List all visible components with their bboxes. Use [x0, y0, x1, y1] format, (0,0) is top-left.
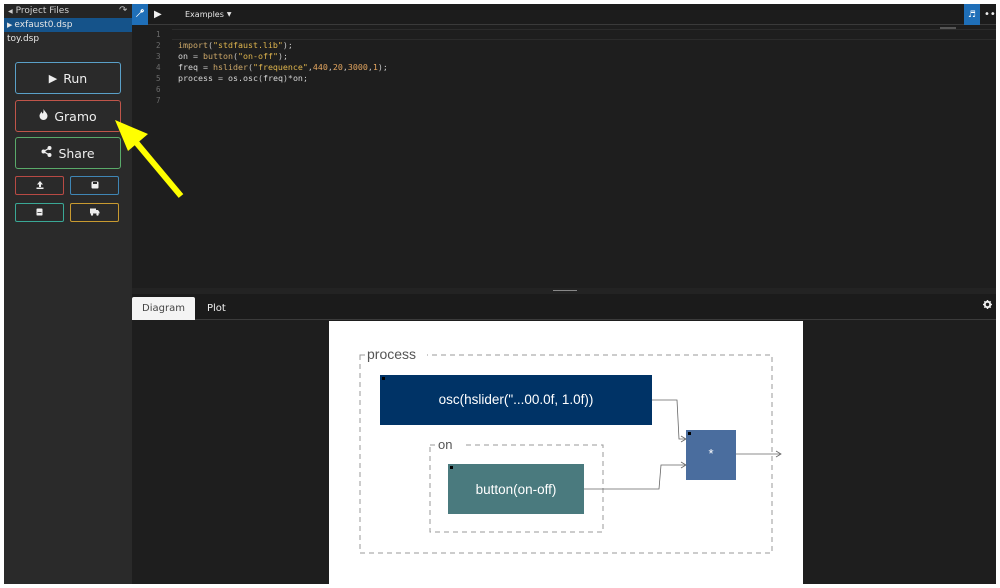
share-button[interactable]: Share	[15, 137, 121, 169]
line-number: 3	[156, 52, 161, 61]
button-block[interactable]	[448, 464, 584, 514]
arrow-osc-to-mult	[680, 435, 687, 443]
line-number: 6	[156, 85, 161, 94]
file-item-exfaust0[interactable]: ▶ exfaust0.dsp	[4, 18, 132, 32]
project-files-header[interactable]: ◀ Project Files ↷	[4, 4, 132, 18]
more-button[interactable]: •••	[984, 4, 996, 25]
minimap[interactable]	[940, 27, 956, 29]
upload-icon	[36, 180, 44, 191]
collapse-caret-icon[interactable]: ◀	[8, 7, 13, 15]
block-diagram[interactable]: process on osc(hslider("...00.0f, 1.0f))…	[329, 321, 803, 584]
settings-button[interactable]	[983, 300, 992, 312]
wrench-icon	[135, 8, 145, 21]
code-editor[interactable]: 1 2 3 4 5 6 7 import("stdfaust.lib"); on…	[132, 26, 996, 288]
save-as-icon	[36, 208, 43, 218]
save-icon	[91, 181, 99, 191]
play-icon: ▶	[154, 9, 162, 20]
code-line: on = button("on-off");	[178, 51, 288, 61]
upload-button[interactable]	[15, 176, 64, 195]
examples-dropdown[interactable]: Examples ▼	[185, 4, 232, 25]
tab-diagram[interactable]: Diagram	[132, 297, 195, 320]
file-name: exfaust0.dsp	[14, 20, 73, 30]
run-button[interactable]: ▶ Run	[15, 62, 121, 94]
wire-osc-to-mult	[652, 399, 686, 440]
line-number: 7	[156, 96, 161, 105]
code-line: process = os.osc(freq)*on;	[178, 73, 308, 83]
gear-icon	[983, 300, 992, 312]
code-line: freq = hslider("frequence",440,20,3000,1…	[178, 62, 388, 72]
truck-icon	[89, 208, 100, 218]
on-group-frame	[429, 444, 604, 533]
play-marker-icon: ▶	[7, 21, 13, 29]
top-toolbar: ▶ Examples ▼ ♬ •••	[132, 4, 996, 25]
code-line: import("stdfaust.lib");	[178, 40, 293, 50]
chevron-down-icon: ▼	[226, 11, 232, 18]
multiply-block-label: *	[708, 446, 713, 461]
line-number: 5	[156, 74, 161, 83]
wire-button-to-mult	[584, 464, 686, 490]
file-name: toy.dsp	[7, 34, 40, 44]
line-number: 1	[156, 30, 161, 39]
app-window: ◀ Project Files ↷ ▶ exfaust0.dsp toy.dsp…	[4, 4, 996, 584]
line-number: 2	[156, 41, 161, 50]
on-group-label: on	[438, 437, 452, 452]
play-icon: ▶	[48, 71, 58, 85]
button-block-label: button(on-off)	[476, 482, 557, 497]
process-group-label: process	[367, 346, 416, 362]
save-button[interactable]	[70, 176, 119, 195]
process-group-frame	[359, 354, 773, 554]
multiply-block[interactable]	[686, 430, 736, 480]
current-line-highlight	[172, 29, 996, 40]
arrow-output	[775, 450, 782, 458]
gramo-button[interactable]: Gramo	[15, 100, 121, 132]
diagram-panel: process on osc(hslider("...00.0f, 1.0f))…	[132, 321, 996, 584]
tab-plot-label: Plot	[207, 303, 226, 314]
ellipsis-icon: •••	[984, 9, 996, 20]
run-label: Run	[63, 70, 88, 86]
new-file-icon[interactable]: ↷	[119, 5, 128, 16]
gramo-label: Gramo	[54, 108, 97, 124]
volume-icon: ♬	[967, 9, 977, 20]
line-number: 4	[156, 63, 161, 72]
sidebar: ◀ Project Files ↷ ▶ exfaust0.dsp toy.dsp…	[4, 4, 132, 584]
export-button[interactable]	[70, 203, 119, 222]
tab-diagram-label: Diagram	[142, 303, 185, 314]
project-files-title: Project Files	[15, 6, 70, 16]
file-item-toy[interactable]: toy.dsp	[4, 32, 132, 46]
line-gutter: 1 2 3 4 5 6 7	[132, 26, 170, 288]
osc-block-label: osc(hslider("...00.0f, 1.0f))	[439, 392, 594, 407]
audio-button[interactable]: ♬	[964, 4, 980, 25]
share-icon	[41, 146, 52, 160]
save-as-button[interactable]	[15, 203, 64, 222]
wrench-button[interactable]	[132, 4, 148, 25]
arrow-button-to-mult	[680, 461, 687, 469]
splitter-grip[interactable]	[553, 290, 577, 291]
examples-label: Examples	[185, 10, 224, 19]
tab-bar: Diagram Plot	[132, 294, 996, 320]
osc-block[interactable]	[380, 375, 652, 425]
fire-icon	[39, 109, 48, 123]
tab-plot[interactable]: Plot	[197, 297, 236, 320]
panel-splitter[interactable]	[132, 288, 996, 294]
run-icon-button[interactable]: ▶	[154, 4, 162, 25]
share-label: Share	[58, 145, 95, 161]
